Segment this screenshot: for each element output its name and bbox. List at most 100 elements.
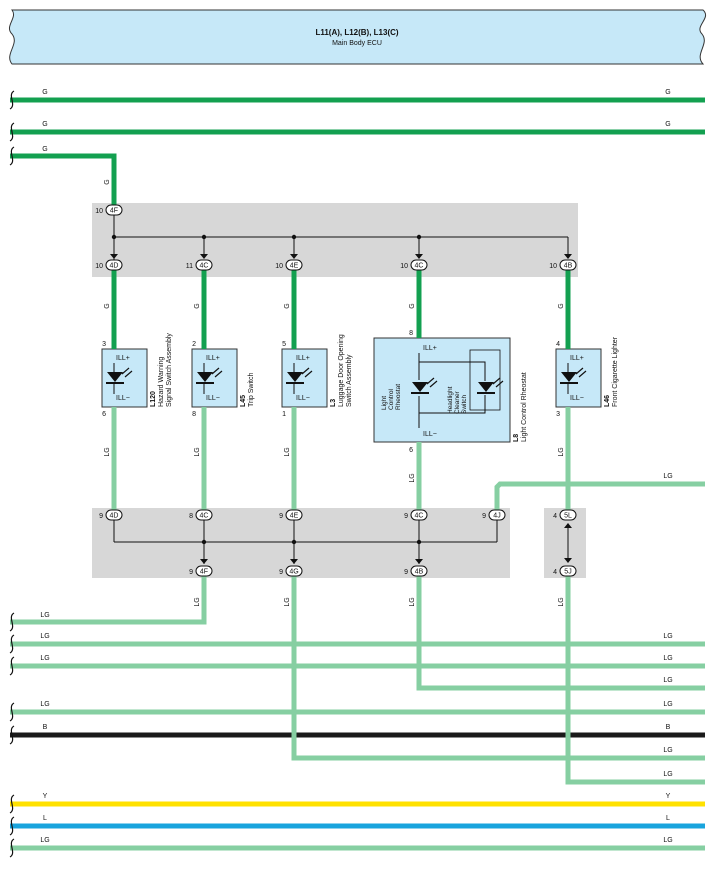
- wire-G: [10, 153, 117, 210]
- terminal-label: ILL+: [423, 345, 437, 352]
- component-name: Signal Switch Assembly: [166, 333, 173, 407]
- wire-color-label: G: [194, 303, 201, 308]
- bus-line: [419, 361, 486, 381]
- wire-color-label: LG: [663, 747, 672, 754]
- ecu-codes: L11(A), L12(B), L13(C): [315, 28, 398, 37]
- wire-color-label: LG: [663, 837, 672, 844]
- component-name: Trip Switch: [248, 373, 255, 407]
- wire-LG: [10, 576, 207, 625]
- connector-oval: [195, 259, 213, 271]
- led-ray: [495, 380, 504, 388]
- component-code: L45: [240, 395, 247, 407]
- connector-code: 4C: [200, 513, 209, 520]
- wire-color-label: G: [558, 303, 565, 308]
- connector-oval: [195, 565, 213, 577]
- led-icon: [287, 372, 303, 382]
- terminal-label: ILL+: [570, 355, 584, 362]
- led-ray: [575, 367, 584, 375]
- wire-color-label: G: [665, 89, 670, 96]
- wire-break-mark: [9, 656, 15, 676]
- pin-number: 8: [409, 330, 413, 337]
- sub-label: Control: [388, 388, 395, 410]
- component-name: Luggage Door Opening: [338, 334, 345, 407]
- wire-color-label: G: [665, 121, 670, 128]
- wire-color-label: LG: [409, 597, 416, 606]
- wire-color-label: L: [666, 815, 670, 822]
- connector-code: 4F: [200, 569, 208, 576]
- led-ray: [578, 370, 587, 378]
- component-name: Hazard Warning: [158, 357, 165, 407]
- wire-color-label: LG: [194, 597, 201, 606]
- wire-color-label: G: [104, 303, 111, 308]
- wire-color-label: B: [43, 724, 48, 731]
- pin-number: 8: [192, 411, 196, 418]
- connector-pin: 10: [95, 208, 103, 215]
- wire-color-label: G: [42, 121, 47, 128]
- connector-pin: 8: [189, 513, 193, 520]
- connector-code: 4D: [110, 513, 119, 520]
- wire-color-label: G: [409, 303, 416, 308]
- terminal-label: ILL+: [296, 355, 310, 362]
- led-icon: [561, 372, 577, 382]
- connector-pin: 10: [400, 263, 408, 270]
- component-code: L46: [604, 395, 611, 407]
- component-box: [101, 348, 148, 408]
- wire-color-label: LG: [663, 771, 672, 778]
- pin-number: 6: [102, 411, 106, 418]
- connector-oval: [559, 259, 577, 271]
- wire-break-mark: [9, 146, 15, 166]
- wire-color-label: LG: [40, 612, 49, 619]
- wire-color-label: LG: [663, 633, 672, 640]
- led-icon: [412, 382, 428, 392]
- led-ray: [121, 367, 130, 375]
- arrow-marker: [290, 254, 298, 259]
- junction-dot: [291, 234, 297, 240]
- wire-break-mark: [9, 634, 15, 654]
- wire-color-label: LG: [663, 473, 672, 480]
- connector-pin: 9: [404, 569, 408, 576]
- wire-break-mark: [9, 612, 15, 632]
- wire-color-label: Y: [666, 793, 671, 800]
- led-ray: [124, 370, 133, 378]
- junction-dot: [201, 234, 207, 240]
- junction-dot: [416, 234, 422, 240]
- connector-pin: 9: [482, 513, 486, 520]
- connector-oval: [105, 509, 123, 521]
- connector-pin: 4: [553, 569, 557, 576]
- component-name: Switch Assembly: [346, 354, 353, 407]
- wire-break-mark: [9, 725, 15, 745]
- junction-block-lower: [92, 508, 510, 578]
- arrow-marker: [415, 254, 423, 259]
- wire-color-label: LG: [104, 447, 111, 456]
- terminal-label: ILL+: [206, 355, 220, 362]
- terminal-label: ILL−: [116, 395, 130, 402]
- wire-color-label: LG: [40, 701, 49, 708]
- connector-code: 4E: [290, 513, 299, 520]
- wire-color-label: LG: [40, 837, 49, 844]
- pin-number: 4: [556, 341, 560, 348]
- connector-pin: 11: [186, 263, 193, 270]
- wire-color-label: L: [43, 815, 47, 822]
- component-code: L120: [150, 391, 157, 407]
- connector-oval: [285, 509, 303, 521]
- wire-color-label: LG: [284, 447, 291, 456]
- terminal-label: ILL−: [296, 395, 310, 402]
- wire-color-label: LG: [194, 447, 201, 456]
- connector-code: 4F: [110, 208, 118, 215]
- led-ray: [429, 380, 438, 388]
- terminal-label: ILL+: [116, 355, 130, 362]
- connector-oval: [285, 565, 303, 577]
- led-icon: [197, 372, 213, 382]
- component-code: L3: [330, 399, 337, 407]
- connector-oval: [105, 204, 123, 216]
- connector-oval: [105, 259, 123, 271]
- ecu-box: [8, 9, 707, 65]
- pin-number: 3: [102, 341, 106, 348]
- connector-pin: 10: [95, 263, 103, 270]
- terminal-label: ILL−: [423, 431, 437, 438]
- connector-code: 4C: [415, 263, 424, 270]
- wire-color-label: G: [42, 146, 47, 153]
- terminal-label: ILL−: [206, 395, 220, 402]
- led-ray: [211, 367, 220, 375]
- connector-oval: [410, 259, 428, 271]
